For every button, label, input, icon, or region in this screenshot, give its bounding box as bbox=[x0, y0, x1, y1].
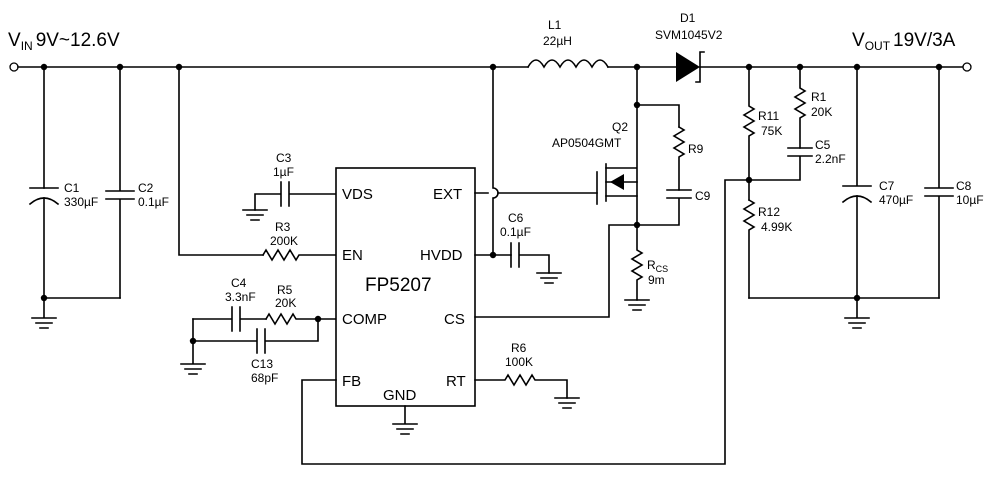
L1-ref: L1 bbox=[548, 18, 562, 32]
R1-value: 20K bbox=[811, 105, 832, 119]
R12-value: 4.99K bbox=[761, 220, 792, 234]
capacitor-C7 bbox=[841, 66, 873, 299]
C5-value: 2.2nF bbox=[815, 152, 846, 166]
C7-value: 470µF bbox=[879, 193, 913, 207]
C7-ref: C7 bbox=[879, 179, 895, 193]
D1-ref: D1 bbox=[680, 11, 696, 25]
pin-hvdd: HVDD bbox=[420, 247, 463, 264]
R5-value: 20K bbox=[275, 296, 296, 310]
pin-ext: EXT bbox=[433, 186, 462, 203]
R11-ref: R11 bbox=[758, 109, 779, 123]
Q2-ref: Q2 bbox=[612, 120, 628, 134]
C8-value: 10µF bbox=[956, 193, 984, 207]
R1-ref: R1 bbox=[811, 90, 827, 104]
ground-symbol-output bbox=[844, 297, 870, 329]
C3-value: 1µF bbox=[273, 165, 294, 179]
resistor-R3 bbox=[261, 248, 337, 262]
inductor-L1 bbox=[526, 59, 610, 69]
capacitor-C1 bbox=[28, 66, 60, 299]
pin-en: EN bbox=[342, 247, 363, 264]
resistor-R12 bbox=[742, 198, 756, 299]
R5-ref: R5 bbox=[277, 283, 293, 297]
RCS-ref: RCS bbox=[647, 258, 668, 274]
capacitor-C2 bbox=[105, 66, 135, 299]
C1-value: 330µF bbox=[64, 195, 98, 209]
resistor-R1 bbox=[793, 66, 807, 149]
C2-ref: C2 bbox=[138, 181, 154, 195]
capacitor-C4 bbox=[192, 306, 267, 332]
vout-terminal bbox=[962, 62, 972, 72]
R11-value: 75K bbox=[761, 124, 782, 138]
cs-wire bbox=[474, 224, 638, 318]
C6-value: 0.1µF bbox=[500, 225, 531, 239]
C13-value: 68pF bbox=[251, 371, 278, 385]
ic-name: FP5207 bbox=[365, 275, 432, 296]
C2-value: 0.1µF bbox=[138, 195, 169, 209]
R3-ref: R3 bbox=[275, 220, 291, 234]
ground-symbol-rcs bbox=[624, 299, 650, 311]
capacitor-C5 bbox=[748, 147, 813, 181]
mosfet-Q2 bbox=[596, 66, 638, 226]
C4-ref: C4 bbox=[231, 276, 247, 290]
L1-value: 22µH bbox=[543, 34, 572, 48]
C3-ref: C3 bbox=[276, 151, 292, 165]
R9-ref: R9 bbox=[688, 142, 704, 156]
diode-D1 bbox=[676, 51, 705, 83]
resistor-R9 bbox=[672, 125, 686, 191]
capacitor-C6 bbox=[510, 242, 550, 274]
C8-ref: C8 bbox=[956, 179, 972, 193]
ground-symbol-rt bbox=[554, 397, 580, 409]
C4-value: 3.3nF bbox=[225, 290, 256, 304]
pin-fb: FB bbox=[342, 373, 361, 390]
R12-ref: R12 bbox=[758, 205, 780, 219]
C5-ref: C5 bbox=[815, 138, 831, 152]
RCS-value: 9m bbox=[648, 273, 665, 287]
R6-ref: R6 bbox=[511, 341, 527, 355]
capacitor-C13 bbox=[192, 318, 319, 354]
pin-comp: COMP bbox=[342, 311, 387, 328]
pin-vds: VDS bbox=[342, 186, 373, 203]
pin-gnd: GND bbox=[383, 387, 417, 404]
R6-value: 100K bbox=[505, 355, 533, 369]
resistor-RCS bbox=[630, 224, 644, 301]
Q2-value: AP0504GMT bbox=[552, 136, 622, 150]
pin-rt: RT bbox=[446, 373, 466, 390]
C9-ref: C9 bbox=[695, 189, 711, 203]
capacitor-C3 bbox=[254, 181, 337, 211]
capacitor-C9 bbox=[636, 189, 692, 226]
snubber-wire bbox=[636, 104, 680, 128]
C6-ref: C6 bbox=[508, 211, 524, 225]
resistor-R6 bbox=[474, 373, 568, 399]
ground-symbol-c6 bbox=[536, 272, 562, 284]
en-wire bbox=[178, 66, 264, 256]
resistor-R5 bbox=[264, 312, 319, 326]
capacitor-C8 bbox=[924, 66, 954, 299]
C13-ref: C13 bbox=[251, 357, 273, 371]
C1-ref: C1 bbox=[64, 181, 80, 195]
D1-value: SVM1045V2 bbox=[655, 28, 723, 42]
ground-symbol-c3 bbox=[242, 209, 268, 221]
resistor-R11 bbox=[742, 66, 756, 201]
R3-value: 200K bbox=[270, 234, 298, 248]
ground-symbol-input bbox=[31, 297, 57, 329]
ic-FP5207 bbox=[335, 167, 476, 407]
pin-cs: CS bbox=[444, 311, 465, 328]
ground-symbol-comp bbox=[180, 340, 206, 375]
hvdd-supply-wire bbox=[492, 66, 499, 256]
hvdd-junction bbox=[489, 251, 497, 259]
fb-feedback-wire bbox=[301, 179, 750, 465]
ground-symbol-ic bbox=[392, 405, 418, 435]
vin-terminal bbox=[9, 62, 19, 72]
